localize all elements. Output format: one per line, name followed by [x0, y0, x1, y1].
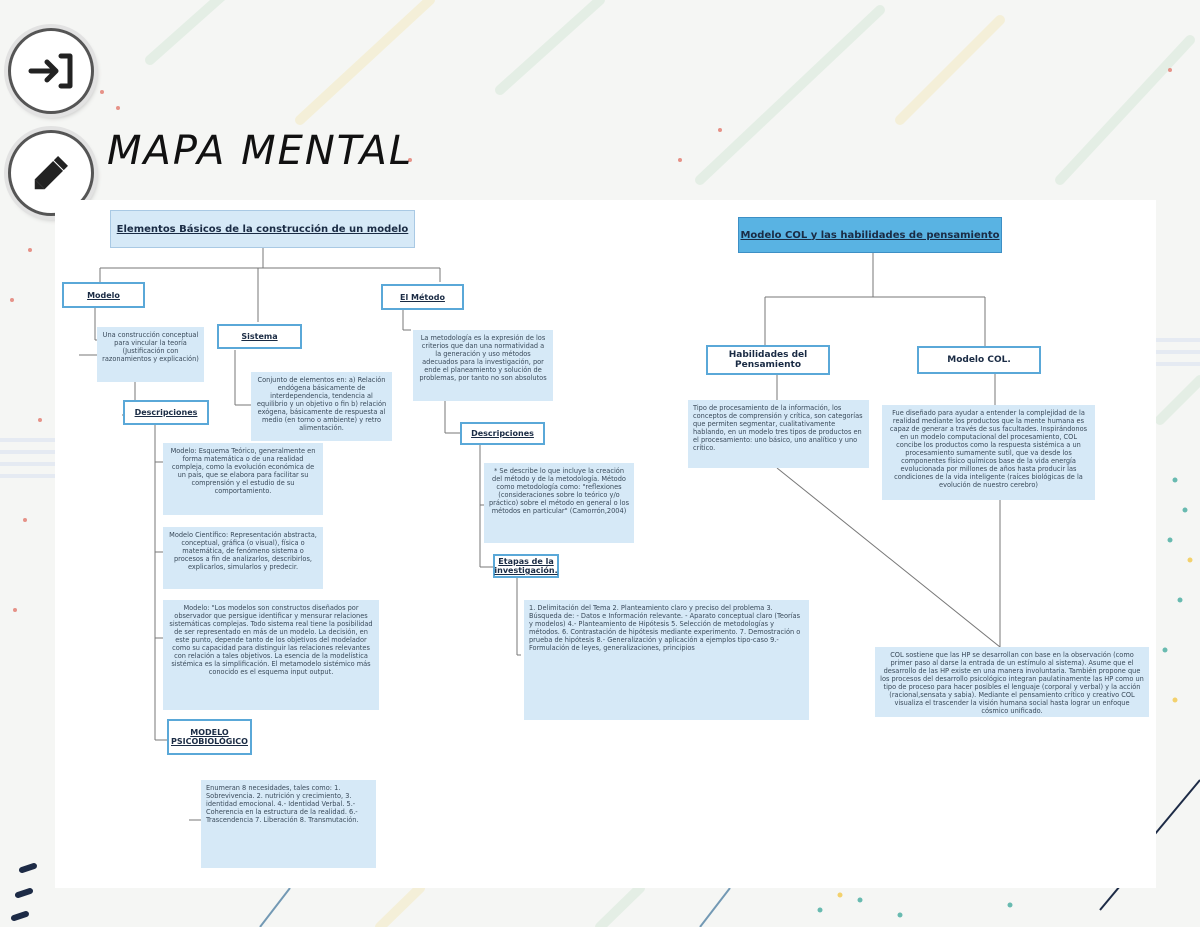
pencil-icon — [34, 156, 68, 190]
modelo-constructo-note: Modelo: "Los modelos son constructos dis… — [163, 600, 379, 710]
psicobiologico-note: Enumeran 8 necesidades, tales como: 1. S… — [201, 780, 376, 868]
metodo-node: El Método — [381, 284, 464, 310]
modelo-col-node: Modelo COL. — [917, 346, 1041, 374]
descripciones-metodo-node: Descripciones — [460, 422, 545, 445]
modelo-teorico-note: Modelo: Esquema Teórico, generalmente en… — [163, 443, 323, 515]
enter-arrow-icon — [28, 53, 73, 89]
sistema-note: Conjunto de elementos en: a) Relación en… — [251, 372, 392, 441]
metodo-descripcion-note: * Se describe lo que incluye la creación… — [484, 463, 634, 543]
enter-button[interactable] — [8, 28, 94, 114]
etapas-node: Etapas de la investigación. — [493, 554, 559, 578]
modelo-note: Una construcción conceptual para vincula… — [97, 327, 204, 382]
psicobiologico-node: MODELO PSICOBIOLÓGICO — [167, 719, 252, 755]
metodo-note: La metodología es la expresión de los cr… — [413, 330, 553, 401]
connector-lines — [79, 248, 1001, 821]
modelo-node: Modelo — [62, 282, 145, 308]
modelo-col-note: Fue diseñado para ayudar a entender la c… — [882, 405, 1095, 500]
modelo-cientifico-note: Modelo Científico: Representación abstra… — [163, 527, 323, 589]
left-root-node: Elementos Básicos de la construcción de … — [110, 210, 415, 248]
sistema-node: Sistema — [217, 324, 302, 349]
right-root-node: Modelo COL y las habilidades de pensamie… — [738, 217, 1002, 253]
mind-map-canvas: Elementos Básicos de la construcción de … — [55, 200, 1156, 888]
habilidades-node: Habilidades del Pensamiento — [706, 345, 830, 375]
col-hp-note: COL sostiene que las HP se desarrollan c… — [875, 647, 1149, 717]
etapas-note: 1. Delimitación del Tema 2. Planteamient… — [524, 600, 809, 720]
descripciones-modelo-node: Descripciones — [123, 400, 209, 425]
page-title: MAPA MENTAL — [107, 128, 414, 174]
habilidades-note: Tipo de procesamiento de la información,… — [688, 400, 869, 468]
